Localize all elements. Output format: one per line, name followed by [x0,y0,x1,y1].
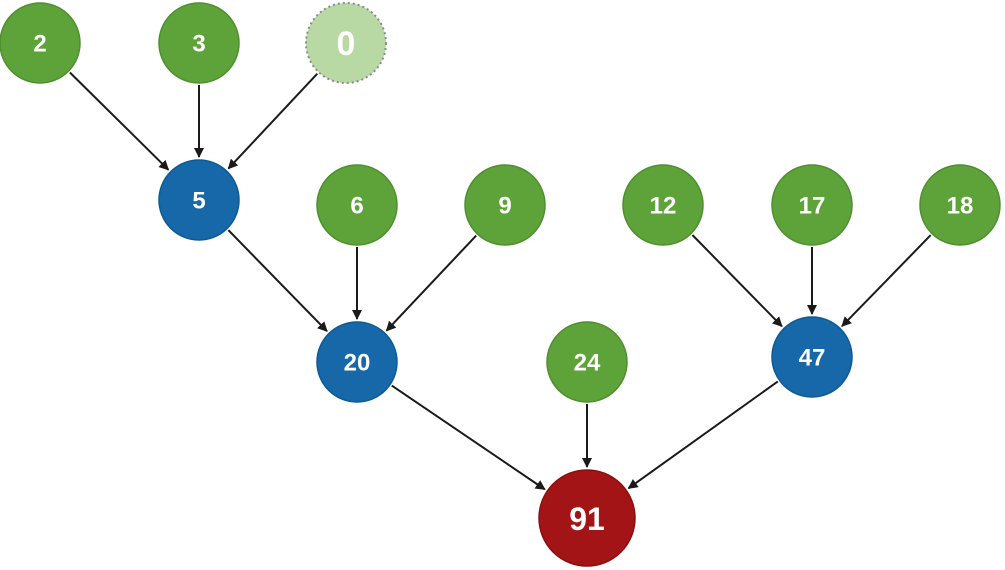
node-label: 3 [192,31,205,58]
node-leaf-n18: 18 [919,164,1001,246]
edge-n20-to-n91 [391,384,546,491]
node-label: 24 [574,350,601,377]
node-label: 2 [33,31,46,58]
node-leaf-n17: 17 [771,164,853,246]
edge-n18-to-n47 [841,234,932,327]
node-leaf-n12: 12 [622,164,704,246]
node-label: 9 [498,193,511,220]
node-circle [316,164,398,246]
node-leaf-n6: 6 [316,164,398,246]
node-circle [546,321,628,403]
edge-n0-to-n5 [227,72,319,170]
node-label: 17 [799,193,826,220]
node-circle [316,321,398,403]
node-label: 0 [337,25,356,63]
node-label: 20 [344,350,371,377]
node-circle [771,316,853,398]
edge-n5-to-n20 [227,229,328,332]
node-leaf-n2: 2 [0,2,81,84]
node-circle [622,164,704,246]
edge-n9-to-n20 [385,234,477,332]
node-circle [0,2,81,84]
node-circle [158,2,240,84]
edges-layer [69,71,932,491]
node-label: 5 [192,188,205,215]
edge-n12-to-n47 [691,234,783,328]
node-label: 6 [350,193,363,220]
edge-n2-to-n5 [69,71,170,171]
node-circle [464,164,546,246]
node-circle [771,164,853,246]
node-leaf-n9: 9 [464,164,546,246]
node-circle [305,2,387,84]
node-root-n91: 91 [538,469,636,567]
node-leaf-n3: 3 [158,2,240,84]
node-internal-n5: 5 [158,159,240,241]
node-label: 91 [569,501,605,537]
node-internal-n20: 20 [316,321,398,403]
node-placeholder-n0: 0 [305,2,387,84]
node-label: 18 [947,193,974,220]
node-circle [158,159,240,241]
node-circle [538,469,636,567]
node-label: 47 [799,345,826,372]
node-internal-n47: 47 [771,316,853,398]
edge-n47-to-n91 [627,380,779,490]
node-circle [919,164,1001,246]
node-leaf-n24: 24 [546,321,628,403]
node-label: 12 [650,193,677,220]
